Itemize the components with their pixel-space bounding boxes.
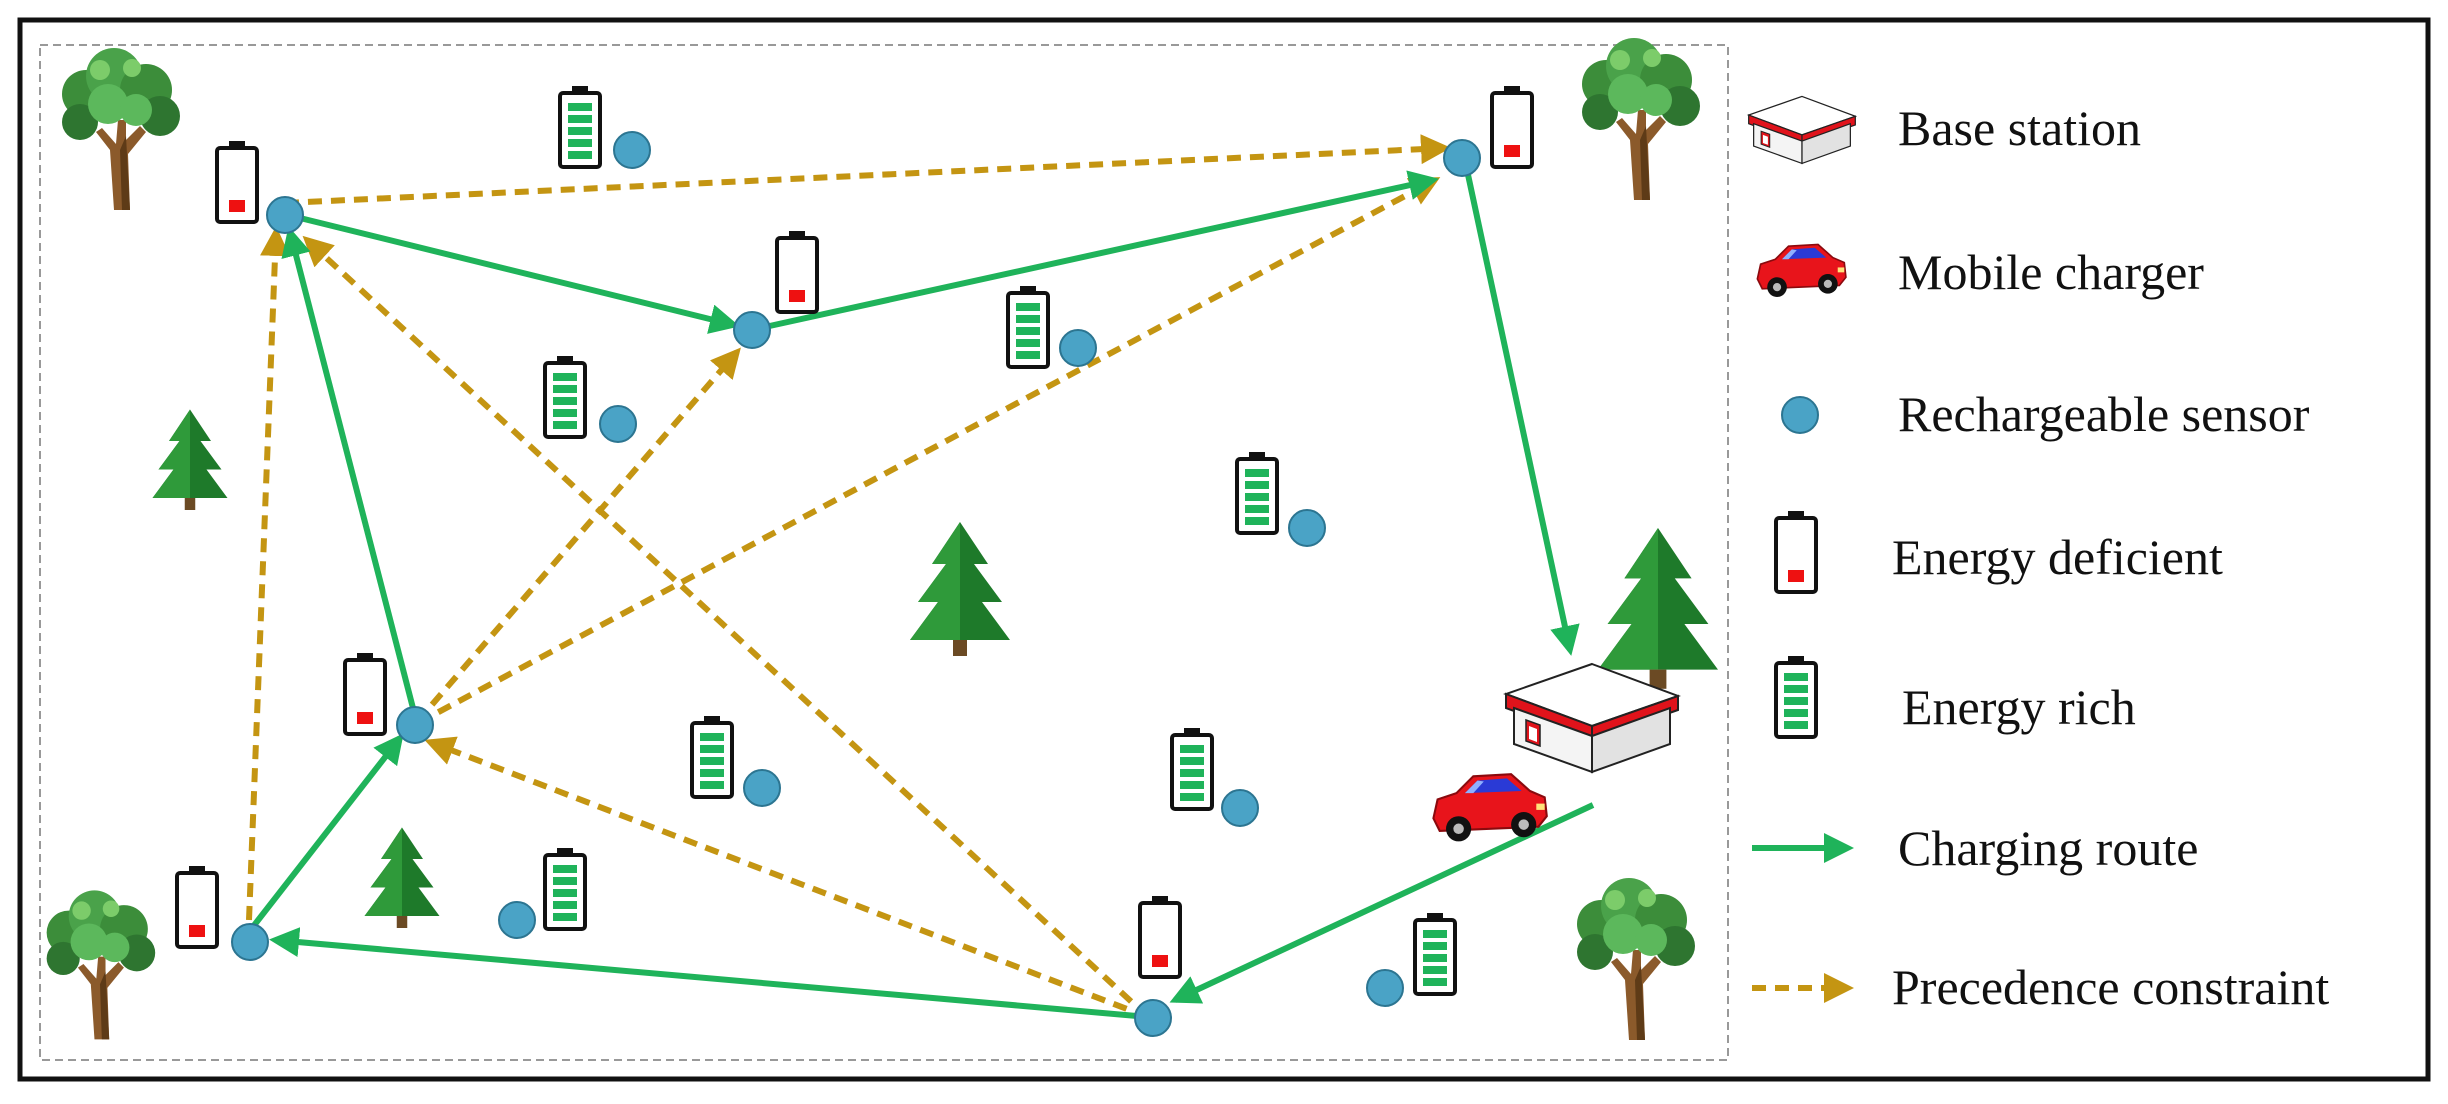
precedence-edges [246, 134, 1451, 1020]
pine-tree-icon [1598, 528, 1718, 689]
sensor-icon [1781, 396, 1819, 434]
precedence-edge [414, 347, 741, 724]
pine-tree-icon [152, 409, 228, 510]
battery-icon [543, 354, 587, 439]
battery-icon [1774, 509, 1818, 594]
battery-icon [1170, 726, 1214, 811]
legend-route-label: Charging route [1898, 820, 2199, 876]
route-edge [764, 170, 1439, 330]
route-edge [1169, 802, 1595, 1004]
legend-mobile-charger-label: Mobile charger [1898, 244, 2204, 300]
sensor-icon [1366, 969, 1404, 1007]
tree-icon [46, 890, 156, 1040]
battery-icon [1413, 911, 1457, 996]
sensor-icon [396, 706, 434, 744]
outer-frame [17, 17, 2431, 1082]
sensor-icon [1443, 139, 1481, 177]
sensor-icon [266, 196, 304, 234]
route-edge [299, 215, 740, 334]
battery-icon [1138, 894, 1182, 979]
scenery [46, 38, 1718, 1040]
precedence-edge [302, 235, 1151, 1020]
battery-icon [558, 84, 602, 169]
battery-icon [175, 864, 219, 949]
legend-rich-label: Energy rich [1902, 679, 2136, 735]
sensor-icon [743, 769, 781, 807]
route-edge [249, 733, 404, 930]
tree-icon [62, 48, 180, 210]
battery-icon [690, 714, 734, 799]
battery-icon [1774, 654, 1818, 739]
battery-icon [775, 229, 819, 314]
deficient-sensors [175, 84, 1534, 1037]
battery-icon [543, 846, 587, 931]
battery-icon [343, 651, 387, 736]
legend-sensor-label: Rechargeable sensor [1898, 386, 2310, 442]
tree-icon [1577, 878, 1695, 1040]
pine-tree-icon [910, 522, 1010, 656]
sensor-icon [599, 405, 637, 443]
sensor-icon [498, 901, 536, 939]
sensor-icon [1134, 999, 1172, 1037]
battery-icon [1006, 284, 1050, 369]
car-icon [1756, 243, 1847, 298]
mobile-charger [1432, 773, 1548, 843]
sensor-icon [1288, 509, 1326, 547]
route-edge [269, 927, 1149, 1020]
sensor-icon [231, 923, 269, 961]
charging-route [249, 169, 1595, 1020]
precedence-edge [284, 134, 1451, 206]
tree-icon [1582, 38, 1700, 200]
sensor-icon [733, 311, 771, 349]
sensor-icon [1059, 329, 1097, 367]
route-edge [281, 226, 417, 713]
battery-icon [1490, 84, 1534, 169]
legend-base-station-label: Base station [1898, 100, 2142, 156]
house-icon [1748, 95, 1856, 165]
legend-icons [1748, 95, 1856, 1003]
sensor-icon [613, 131, 651, 169]
precedence-edge [416, 177, 1441, 726]
legend-deficient-label: Energy deficient [1892, 529, 2223, 585]
legend-precedence-label: Precedence constraint [1892, 959, 2330, 1015]
sensor-icon [1221, 789, 1259, 827]
route-edge [1464, 169, 1580, 656]
battery-icon [1235, 450, 1279, 535]
precedence-edge [424, 736, 1150, 1020]
pine-tree-icon [364, 827, 440, 928]
precedence-edge [246, 226, 291, 921]
battery-icon [215, 139, 259, 224]
